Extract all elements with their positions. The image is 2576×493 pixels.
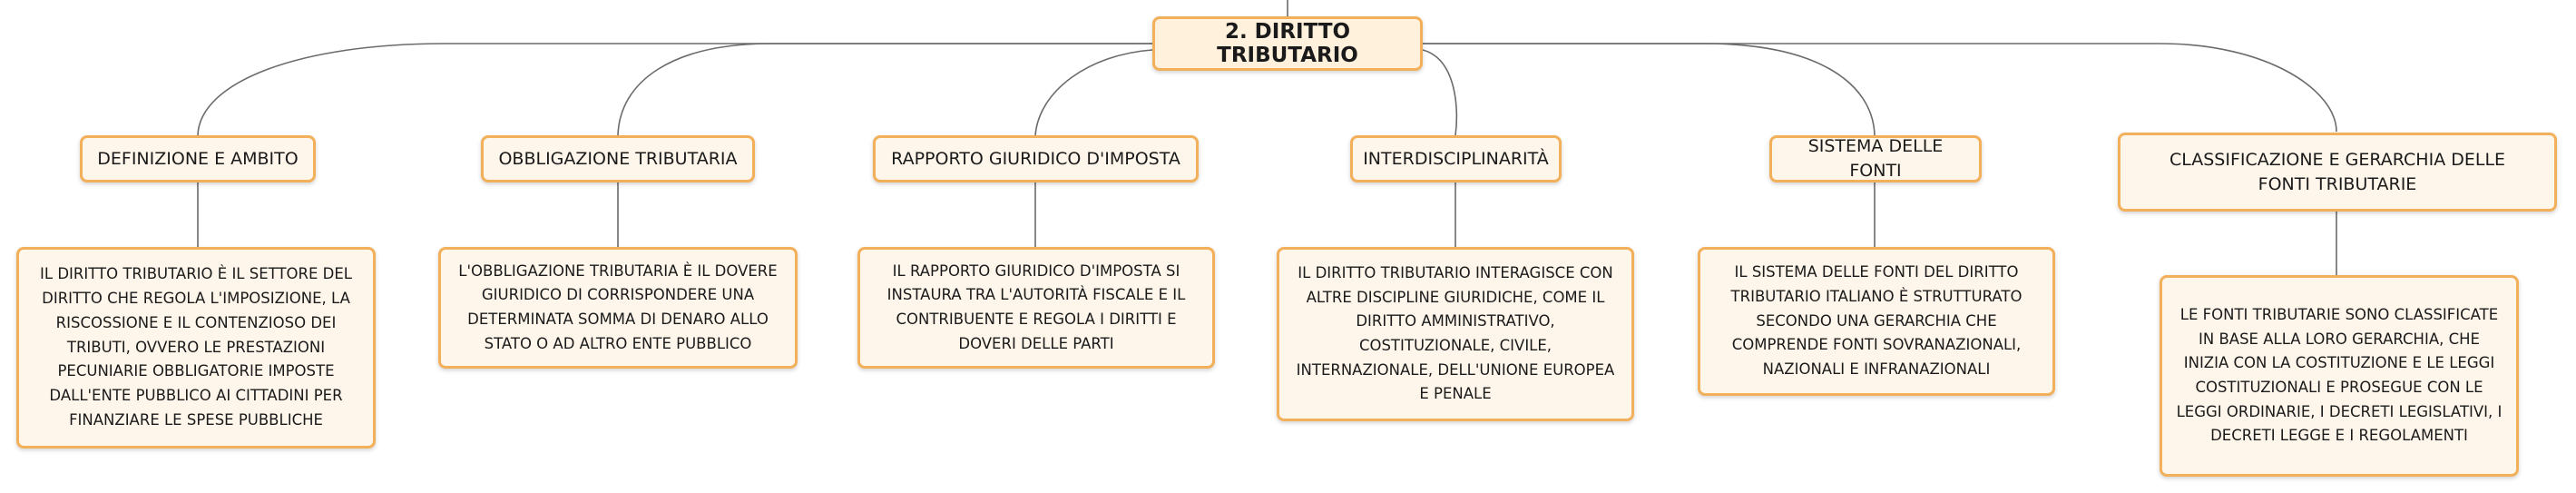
topic-rapporto-giuridico[interactable]: RAPPORTO GIURIDICO D'IMPOSTA bbox=[873, 135, 1199, 182]
link-root-interdisciplinarita bbox=[1422, 49, 1458, 136]
root-node[interactable]: 2. DIRITTO TRIBUTARIO bbox=[1152, 16, 1423, 71]
detail-interdisciplinarita[interactable]: IL DIRITTO TRIBUTARIO INTERAGISCE CON AL… bbox=[1277, 247, 1634, 421]
detail-obbligazione-tributaria[interactable]: L'OBBLIGAZIONE TRIBUTARIA È IL DOVERE GI… bbox=[438, 247, 798, 369]
link-root-definizione bbox=[197, 43, 1152, 136]
detail-classificazione-gerarchia[interactable]: LE FONTI TRIBUTARIE SONO CLASSIFICATE IN… bbox=[2160, 275, 2519, 477]
topic-definizione-ambito[interactable]: DEFINIZIONE E AMBITO bbox=[80, 135, 316, 182]
topic-obbligazione-tributaria[interactable]: OBBLIGAZIONE TRIBUTARIA bbox=[481, 135, 755, 182]
topic-classificazione-gerarchia[interactable]: CLASSIFICAZIONE E GERARCHIA DELLE FONTI … bbox=[2118, 133, 2557, 212]
detail-rapporto-giuridico[interactable]: IL RAPPORTO GIURIDICO D'IMPOSTA SI INSTA… bbox=[857, 247, 1215, 369]
topic-sistema-fonti[interactable]: SISTEMA DELLE FONTI bbox=[1769, 135, 1982, 182]
link-root-classificazione bbox=[1423, 43, 2337, 133]
detail-definizione-ambito[interactable]: IL DIRITTO TRIBUTARIO È IL SETTORE DEL D… bbox=[16, 247, 376, 449]
link-root-rapporto bbox=[1034, 49, 1153, 136]
topic-interdisciplinarita[interactable]: INTERDISCIPLINARITÀ bbox=[1350, 135, 1562, 182]
link-root-obbligazione bbox=[617, 43, 1152, 136]
link-root-fonti bbox=[1423, 43, 1876, 136]
detail-sistema-fonti[interactable]: IL SISTEMA DELLE FONTI DEL DIRITTO TRIBU… bbox=[1698, 247, 2055, 396]
